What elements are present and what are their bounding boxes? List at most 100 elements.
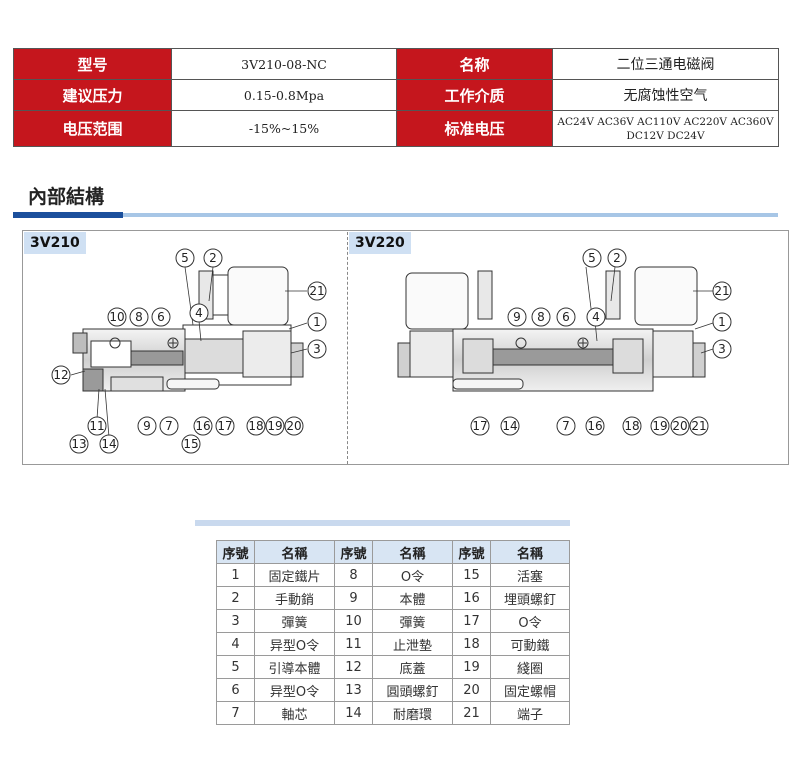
part-name-cell: 活塞 xyxy=(490,563,570,587)
svg-text:21: 21 xyxy=(309,284,324,298)
svg-text:8: 8 xyxy=(135,310,143,324)
callout-4: 4 xyxy=(189,303,209,323)
callout-8: 8 xyxy=(129,307,149,327)
svg-text:16: 16 xyxy=(195,419,210,433)
spec-value: 无腐蚀性空气 xyxy=(552,79,779,111)
callout-2: 2 xyxy=(607,248,627,268)
callout-2: 2 xyxy=(203,248,223,268)
callout-20: 21 xyxy=(689,416,709,436)
valve-3v220-drawing xyxy=(397,266,706,392)
callout-12: 12 xyxy=(51,365,71,385)
part-number-cell: 10 xyxy=(334,609,373,633)
structure-diagram-frame xyxy=(22,230,789,465)
part-number-cell: 11 xyxy=(334,632,373,656)
spec-row: 电压范围 -15%~15% 标准电压 AC24V AC36V AC110V AC… xyxy=(13,110,779,147)
svg-text:17: 17 xyxy=(217,419,232,433)
svg-text:19: 19 xyxy=(652,419,667,433)
callout-14: 14 xyxy=(500,416,520,436)
part-name-cell: O令 xyxy=(490,609,570,633)
heading-rule xyxy=(123,213,778,217)
part-name-cell: 圓頭螺釘 xyxy=(372,678,453,702)
part-number-cell: 6 xyxy=(216,678,255,702)
part-number-cell: 8 xyxy=(334,563,373,587)
part-number-cell: 4 xyxy=(216,632,255,656)
column-header: 序號 xyxy=(334,540,373,564)
spec-value: 二位三通电磁阀 xyxy=(552,48,779,80)
callout-7: 7 xyxy=(159,416,179,436)
spec-value: AC24V AC36V AC110V AC220V AC360V DC12V D… xyxy=(552,110,779,147)
svg-text:7: 7 xyxy=(165,419,173,433)
part-number-cell: 13 xyxy=(334,678,373,702)
callout-8: 8 xyxy=(531,307,551,327)
model-label-3v210: 3V210 xyxy=(24,232,86,254)
svg-text:3: 3 xyxy=(718,342,726,356)
svg-text:3: 3 xyxy=(313,342,321,356)
callout-3: 3 xyxy=(712,339,732,359)
spec-label: 工作介质 xyxy=(396,79,553,111)
svg-text:7: 7 xyxy=(562,419,570,433)
callout-18: 19 xyxy=(650,416,670,436)
svg-text:20: 20 xyxy=(672,419,687,433)
part-name-cell: 軸芯 xyxy=(254,701,335,725)
svg-text:6: 6 xyxy=(562,310,570,324)
callouts-3v220: 5 2 21 1 3 9 8 6 4 17 14 7 16 18 19 20 2… xyxy=(470,248,732,436)
callout-17: 17 xyxy=(215,416,235,436)
callout-15: 15 xyxy=(181,434,201,454)
callout-18: 18 xyxy=(246,416,266,436)
svg-text:18: 18 xyxy=(248,419,263,433)
column-header: 序號 xyxy=(452,540,491,564)
callout-5: 5 xyxy=(582,248,602,268)
svg-text:9: 9 xyxy=(143,419,151,433)
parts-table-bar xyxy=(195,520,570,526)
part-name-cell: 彈簧 xyxy=(254,609,335,633)
svg-text:11: 11 xyxy=(89,419,104,433)
svg-text:14: 14 xyxy=(101,437,116,451)
callout-11: 11 xyxy=(87,416,107,436)
callout-1: 1 xyxy=(307,312,327,332)
svg-text:16: 16 xyxy=(587,419,602,433)
callout-6: 6 xyxy=(556,307,576,327)
valve-3v210-drawing xyxy=(72,266,304,392)
callout-9: 9 xyxy=(507,307,527,327)
svg-text:4: 4 xyxy=(592,310,600,324)
svg-text:2: 2 xyxy=(209,251,217,265)
svg-text:13: 13 xyxy=(71,437,86,451)
part-name-cell: 彈簧 xyxy=(372,609,453,633)
svg-text:15: 15 xyxy=(183,437,198,451)
part-name-cell: 可動鐵 xyxy=(490,632,570,656)
part-name-cell: 本體 xyxy=(372,586,453,610)
svg-text:5: 5 xyxy=(588,251,596,265)
part-name-cell: 端子 xyxy=(490,701,570,725)
svg-text:5: 5 xyxy=(181,251,189,265)
callout-14: 14 xyxy=(99,434,119,454)
part-number-cell: 7 xyxy=(216,701,255,725)
part-name-cell: 手動銷 xyxy=(254,586,335,610)
callout-16: 16 xyxy=(193,416,213,436)
part-name-cell: 止泄墊 xyxy=(372,632,453,656)
spec-row: 建议压力 0.15-0.8Mpa 工作介质 无腐蚀性空气 xyxy=(13,79,779,111)
svg-text:12: 12 xyxy=(53,368,68,382)
svg-text:9: 9 xyxy=(513,310,521,324)
callout-9: 9 xyxy=(137,416,157,436)
svg-text:20: 20 xyxy=(286,419,301,433)
callout-19: 20 xyxy=(670,416,690,436)
spec-label: 建议压力 xyxy=(13,79,172,111)
callout-4: 4 xyxy=(586,307,606,327)
part-name-cell: O令 xyxy=(372,563,453,587)
callout-7: 7 xyxy=(556,416,576,436)
callout-15: 16 xyxy=(585,416,605,436)
svg-text:6: 6 xyxy=(157,310,165,324)
spec-label: 电压范围 xyxy=(13,110,172,147)
spec-table: 型号 3V210-08-NC 名称 二位三通电磁阀 建议压力 0.15-0.8M… xyxy=(13,48,779,147)
callout-21: 21 xyxy=(712,281,732,301)
spec-value: 0.15-0.8Mpa xyxy=(171,79,397,111)
part-number-cell: 17 xyxy=(452,609,491,633)
callout-5: 5 xyxy=(175,248,195,268)
part-number-cell: 19 xyxy=(452,655,491,679)
section-title: 內部結構 xyxy=(28,186,105,208)
part-number-cell: 5 xyxy=(216,655,255,679)
